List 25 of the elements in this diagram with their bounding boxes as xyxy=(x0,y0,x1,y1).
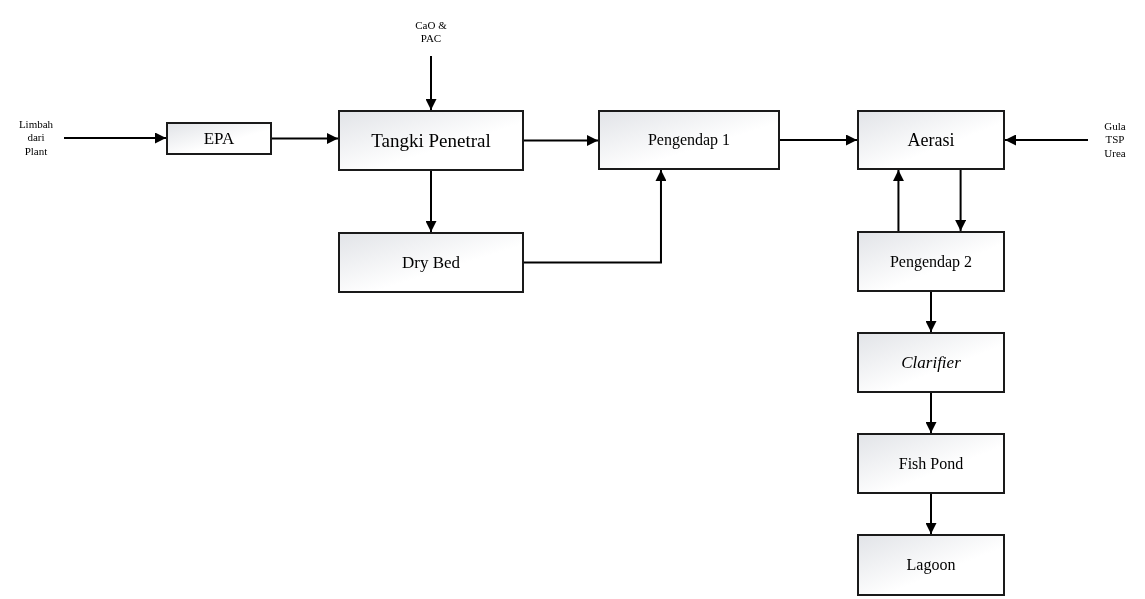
input-label: Limbah dari Plant xyxy=(8,116,64,160)
arrow xyxy=(425,170,437,233)
process-box: Aerasi xyxy=(857,110,1005,170)
arrow xyxy=(925,493,937,535)
process-box: Dry Bed xyxy=(338,232,524,293)
process-box: Fish Pond xyxy=(857,433,1005,494)
process-box: EPA xyxy=(166,122,272,155)
arrow xyxy=(779,134,858,146)
arrow xyxy=(925,392,937,434)
arrow xyxy=(1004,134,1089,146)
arrow xyxy=(271,133,339,144)
process-box: Clarifier xyxy=(857,332,1005,393)
process-box: Lagoon xyxy=(857,534,1005,596)
arrow xyxy=(425,55,437,111)
arrow xyxy=(63,132,167,144)
process-box: Tangki Penetral xyxy=(338,110,524,171)
arrow xyxy=(523,135,599,146)
input-label: CaO & PAC xyxy=(405,8,457,56)
arrow xyxy=(892,169,904,232)
input-label: Gula TSP Urea xyxy=(1088,116,1142,164)
process-box: Pengendap 2 xyxy=(857,231,1005,292)
arrow xyxy=(523,169,667,264)
arrow xyxy=(925,291,937,333)
process-box: Pengendap 1 xyxy=(598,110,780,170)
arrow xyxy=(955,169,967,232)
